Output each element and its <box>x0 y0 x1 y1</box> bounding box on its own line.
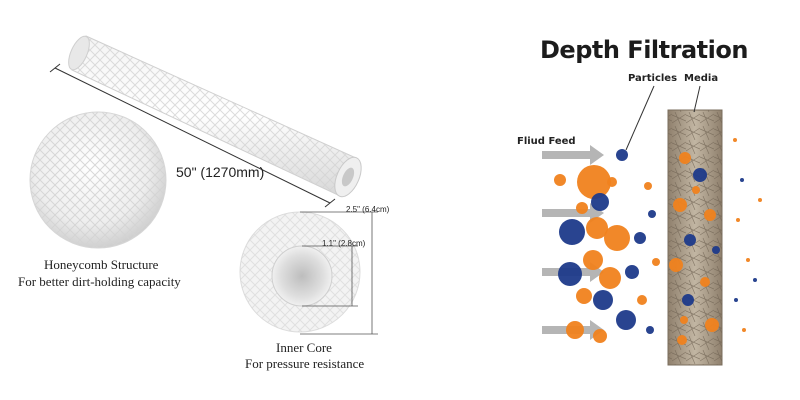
particles-label: Particles <box>628 73 678 84</box>
diagram-title: Depth Filtration <box>540 36 748 64</box>
orange-particle <box>673 198 687 212</box>
orange-particle <box>733 138 737 142</box>
blue-particle <box>616 149 628 161</box>
orange-particle <box>705 318 719 332</box>
orange-particle <box>586 217 608 239</box>
blue-particle <box>634 232 646 244</box>
blue-particle <box>734 298 738 302</box>
blue-particle <box>593 290 613 310</box>
length-label: 50" (1270mm) <box>176 164 265 180</box>
blue-particle <box>648 210 656 218</box>
inner-core-image <box>239 211 361 333</box>
orange-particle <box>669 258 683 272</box>
orange-particle <box>577 165 611 199</box>
orange-particle <box>583 250 603 270</box>
core-dimension-lines <box>300 211 378 335</box>
orange-particle <box>644 182 652 190</box>
blue-particle <box>712 246 720 254</box>
particles-layer <box>554 138 762 345</box>
blue-particle <box>693 168 707 182</box>
feed-label: Fliud Feed <box>517 136 576 147</box>
orange-particle <box>576 288 592 304</box>
orange-particle <box>742 328 746 332</box>
feed-arrow <box>542 203 604 223</box>
orange-particle <box>566 321 584 339</box>
orange-particle <box>652 258 660 266</box>
orange-particle <box>679 152 691 164</box>
blue-particle <box>684 234 696 246</box>
media-pointer <box>693 85 701 113</box>
honeycomb-title: Honeycomb Structure <box>44 257 159 272</box>
blue-particle <box>558 262 582 286</box>
outer-diameter-label: 2.5" (6.4cm) <box>346 205 390 214</box>
orange-particle <box>746 258 750 262</box>
blue-particle <box>740 178 744 182</box>
orange-particle <box>704 209 716 221</box>
orange-particle <box>700 277 710 287</box>
orange-particle <box>637 295 647 305</box>
orange-particle <box>692 186 700 194</box>
orange-particle <box>554 174 566 186</box>
length-dimension-line <box>54 67 331 204</box>
blue-particle <box>682 294 694 306</box>
blue-particle <box>559 219 585 245</box>
feed-arrow <box>542 145 604 165</box>
honeycomb-structure-image <box>29 111 167 249</box>
orange-particle <box>607 177 617 187</box>
core-caption: For pressure resistance <box>245 356 365 371</box>
orange-particle <box>736 218 740 222</box>
orange-particle <box>677 335 687 345</box>
orange-particle <box>604 225 630 251</box>
blue-particle <box>753 278 757 282</box>
blue-particle <box>616 310 636 330</box>
orange-particle <box>599 267 621 289</box>
blue-particle <box>646 326 654 334</box>
core-title: Inner Core <box>276 340 332 355</box>
honeycomb-caption: For better dirt-holding capacity <box>18 274 181 289</box>
orange-particle <box>576 202 588 214</box>
orange-particle <box>593 329 607 343</box>
blue-particle <box>625 265 639 279</box>
particles-pointer <box>625 85 655 151</box>
cartridge-tube <box>68 35 362 198</box>
media-label: Media <box>684 73 719 84</box>
orange-particle <box>758 198 762 202</box>
blue-particle <box>591 193 609 211</box>
inner-diameter-label: 1.1" (2.8cm) <box>322 239 366 248</box>
orange-particle <box>680 316 688 324</box>
